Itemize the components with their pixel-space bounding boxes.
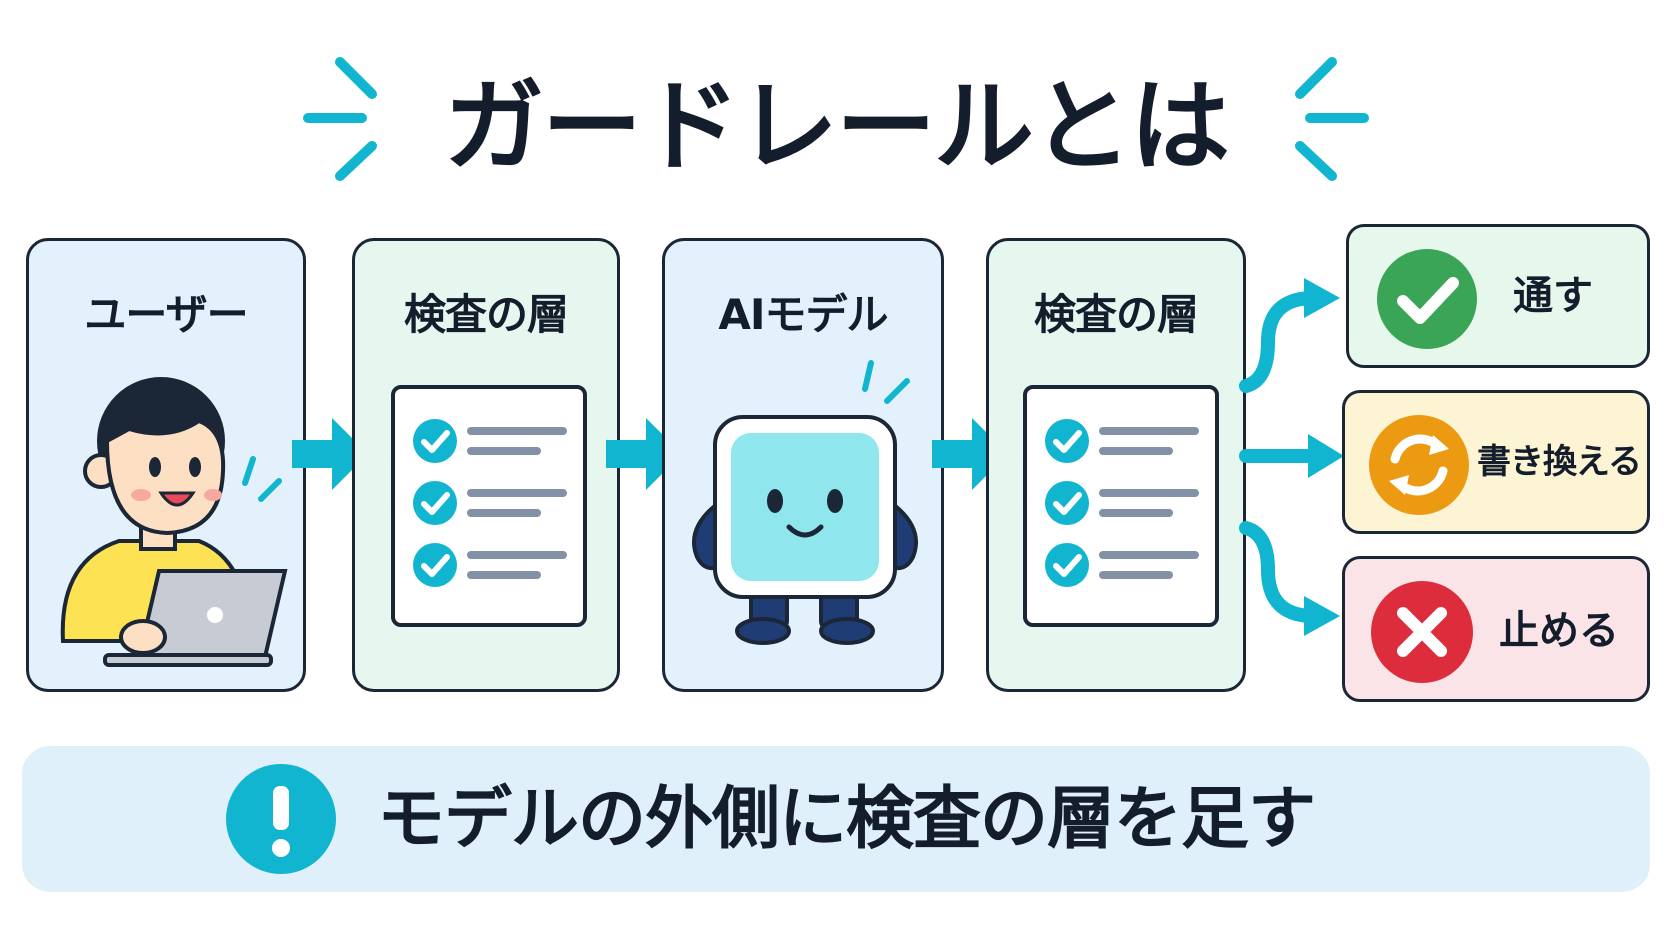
checklist-icon — [391, 385, 587, 627]
stage-label: 検査の層 — [1033, 290, 1199, 339]
outcome-label: 通す — [1513, 273, 1593, 319]
checklist-icon — [1023, 385, 1219, 627]
stage-check-input: 検査の層 — [352, 238, 620, 692]
robot-icon — [692, 360, 918, 645]
stage-user: ユーザー — [26, 238, 306, 692]
outcome-rewrite: 書き換える — [1342, 390, 1650, 534]
outcome-label: 書き換える — [1477, 442, 1642, 482]
outcome-pass: 通す — [1346, 224, 1650, 368]
flow-arrow-icon — [292, 418, 368, 490]
outcome-block: 止める — [1342, 556, 1650, 702]
page-title: ガードレールとは — [444, 68, 1230, 185]
check-circle-icon — [1377, 249, 1477, 349]
refresh-icon — [1369, 415, 1469, 515]
stage-ai-model: AIモデル — [662, 238, 944, 692]
summary-banner: モデルの外側に検査の層を足す — [22, 746, 1650, 892]
x-circle-icon — [1371, 581, 1473, 683]
stage-check-output: 検査の層 — [986, 238, 1246, 692]
stage-label: 検査の層 — [403, 290, 569, 339]
stage-label: ユーザー — [84, 290, 248, 339]
user-with-laptop-icon — [60, 377, 288, 667]
outcome-label: 止める — [1499, 608, 1619, 654]
branch-arrows-icon — [1239, 278, 1344, 636]
summary-text: モデルの外側に検査の層を足す — [377, 780, 1316, 859]
spark-right-icon — [1295, 57, 1369, 181]
exclamation-icon — [226, 764, 336, 874]
stage-label: AIモデル — [718, 290, 888, 339]
spark-left-icon — [303, 57, 377, 181]
